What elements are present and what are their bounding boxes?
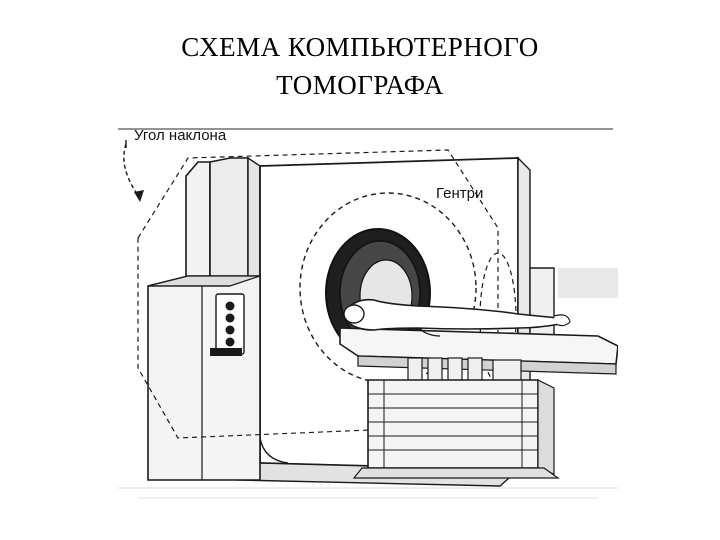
bleed-through-texture (118, 128, 618, 499)
label-gantry: Гентри (436, 185, 483, 202)
control-console (147, 275, 261, 481)
ct-scanner-drawing: Угол наклона Гентри (118, 127, 618, 499)
slide-title-line-2: ТОМОГРАФА (276, 70, 444, 100)
tilt-arrow (123, 140, 144, 202)
slide-title: СХЕМА КОМПЬЮТЕРНОГО ТОМОГРАФА (0, 28, 720, 104)
patient-figure (343, 298, 571, 337)
ct-scanner-diagram: Угол наклона Гентри (118, 118, 618, 510)
patient-table (339, 327, 618, 479)
slide-title-line-1: СХЕМА КОМПЬЮТЕРНОГО (181, 32, 539, 62)
label-tilt-angle: Угол наклона (134, 127, 227, 144)
